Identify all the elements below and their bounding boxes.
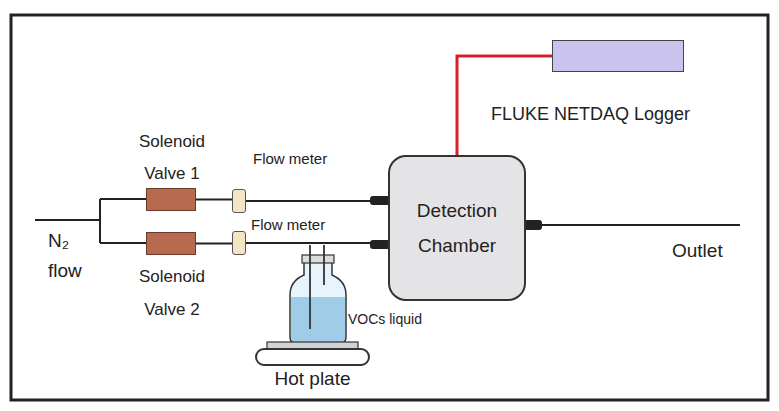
node-label: Solenoid Valve 1 bbox=[129, 126, 215, 190]
bottle-outline bbox=[288, 245, 348, 343]
voc-bottle: VOCs liquid bbox=[288, 245, 348, 343]
outlet-label: Outlet bbox=[672, 240, 762, 262]
node-label: Flow meter bbox=[251, 216, 361, 234]
solenoid-valve: Solenoid Valve 2 bbox=[146, 232, 196, 255]
gas-label: N₂ flow bbox=[48, 226, 92, 286]
hot-plate-outline bbox=[255, 342, 370, 366]
flow-meter: Flow meter bbox=[232, 231, 246, 255]
node-label: Solenoid Valve 2 bbox=[129, 260, 215, 326]
dip-tubes bbox=[310, 245, 324, 329]
node-label: FLUKE NETDAQ Logger bbox=[491, 103, 711, 125]
node-label: Detection Chamber bbox=[398, 193, 516, 263]
pipe-connector bbox=[196, 243, 232, 245]
bottle-body bbox=[290, 259, 346, 343]
data-logger: FLUKE NETDAQ Logger bbox=[552, 40, 684, 72]
bottle-stopper bbox=[302, 255, 334, 263]
node-label: Hot plate bbox=[255, 368, 370, 390]
plate-base bbox=[256, 349, 369, 365]
plate-top bbox=[267, 342, 358, 349]
pipe-connector bbox=[246, 242, 388, 244]
pipe-connector bbox=[246, 200, 388, 202]
outlet-port bbox=[524, 220, 542, 230]
frame-border bbox=[11, 15, 768, 400]
node-label: VOCs liquid bbox=[348, 311, 438, 328]
inlet-port bbox=[370, 240, 390, 249]
hot-plate: Hot plate bbox=[255, 342, 370, 366]
pipe-connector bbox=[196, 199, 232, 201]
flow-meter: Flow meter bbox=[232, 189, 246, 213]
node-label: Flow meter bbox=[253, 150, 363, 168]
outlet-line bbox=[526, 224, 740, 226]
voc-liquid bbox=[291, 297, 345, 342]
detection-chamber: Detection Chamber bbox=[388, 155, 526, 301]
solenoid-valve: Solenoid Valve 1 bbox=[146, 188, 196, 211]
